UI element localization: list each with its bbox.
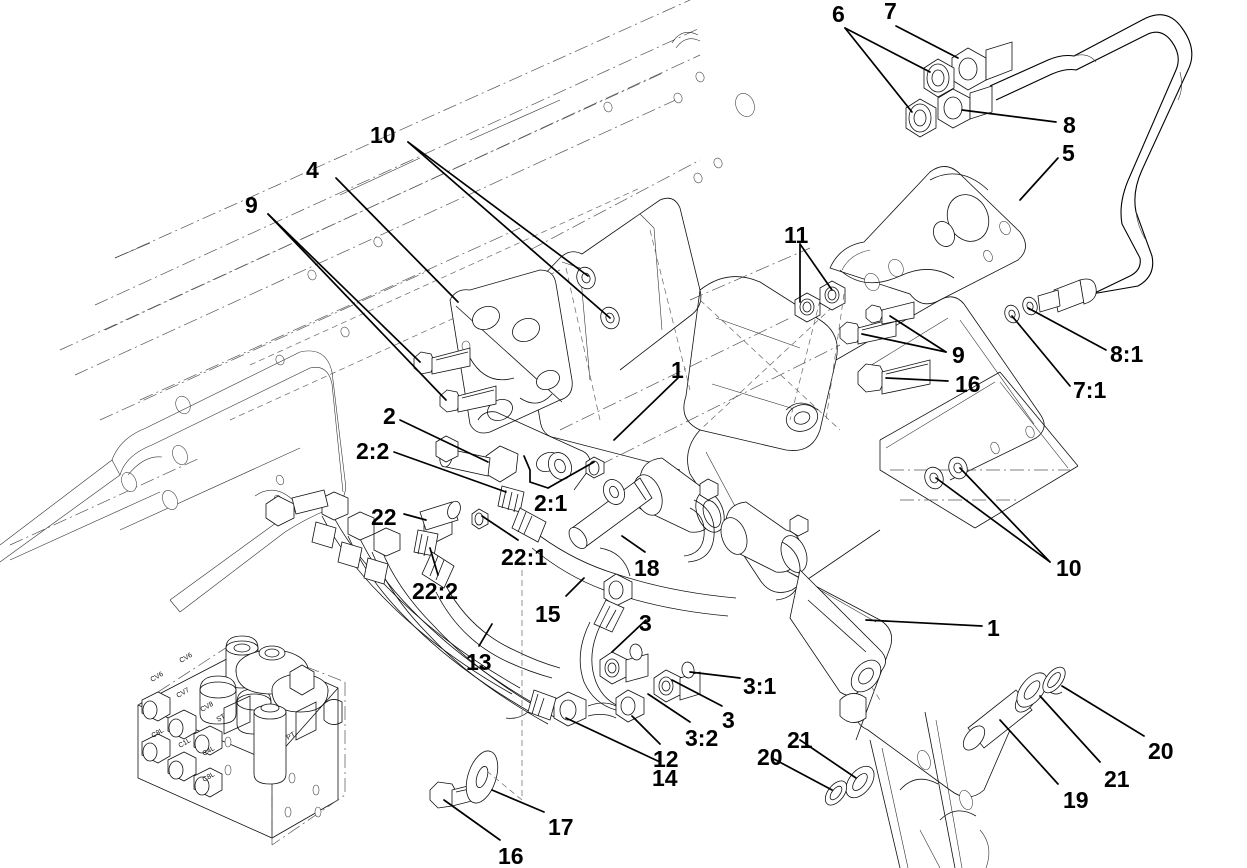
- left-frame-tube: [0, 350, 346, 613]
- svg-text:PT: PT: [286, 731, 298, 742]
- part-10-bushings-upper: [576, 266, 620, 330]
- part-7-nut: [951, 41, 1013, 91]
- callout-19: 19: [1063, 787, 1089, 813]
- callout-3-1: 3:1: [743, 673, 777, 699]
- part-1-cylinder-lower: [720, 501, 886, 723]
- part-17-washer: [465, 750, 499, 804]
- callout-15: 15: [535, 601, 561, 627]
- svg-text:ST: ST: [216, 713, 228, 724]
- callout-8: 8: [1063, 112, 1076, 138]
- callout-1-upper: 1: [671, 357, 684, 383]
- part-20-retaining-ring-right: [1042, 666, 1066, 695]
- callout-22: 22: [371, 504, 397, 530]
- callout-14: 14: [652, 765, 678, 791]
- valve-port-fittings: [141, 691, 223, 798]
- callout-1-lower: 1: [987, 615, 1000, 641]
- part-6-nuts: [905, 58, 955, 138]
- part-8-fitting: [937, 85, 993, 129]
- callout-17: 17: [548, 814, 574, 840]
- part-5-tube-end-fitting: [1004, 278, 1097, 324]
- callout-3-2: 3:2: [685, 725, 719, 751]
- part-11-lock-nuts: [789, 280, 846, 421]
- part-1-cylinder-upper: [548, 452, 725, 563]
- callout-21-right: 21: [1104, 766, 1130, 792]
- callout-2: 2: [383, 403, 396, 429]
- callout-18: 18: [634, 555, 660, 581]
- callout-5: 5: [1062, 140, 1075, 166]
- callout-12: 12: [653, 746, 679, 772]
- callout-16-right: 16: [955, 371, 981, 397]
- part-10-bushings-lower: [924, 456, 968, 490]
- callout-21-left: 21: [787, 727, 813, 753]
- callout-22-1: 22:1: [501, 544, 548, 570]
- callout-16-bottom: 16: [498, 843, 524, 868]
- part-5-hydraulic-tube: [989, 14, 1193, 303]
- frame-bracket-tab: [671, 32, 701, 49]
- callout-3-upper: 3: [639, 610, 652, 636]
- callout-2-1: 2:1: [534, 490, 568, 516]
- callout-20-right: 20: [1148, 738, 1174, 764]
- svg-text:CV6: CV6: [179, 652, 194, 665]
- callout-7: 7: [884, 0, 897, 24]
- assembly-axis-line-17: [487, 560, 523, 801]
- callout-10-upper: 10: [370, 122, 396, 148]
- part-20-21-washer-left: [824, 765, 875, 806]
- callout-9-right: 9: [952, 342, 965, 368]
- part-9-bolts-right: [839, 301, 915, 345]
- callout-20-left: 20: [757, 744, 783, 770]
- hoses-assembly: [265, 435, 737, 725]
- frame-rail-holes: [121, 71, 755, 506]
- callout-11: 11: [784, 222, 809, 248]
- callout-9-left: 9: [245, 192, 258, 218]
- callout-4: 4: [306, 157, 319, 183]
- svg-text:CV6: CV6: [150, 671, 165, 684]
- callout-3-lower: 3: [722, 707, 735, 733]
- part-3-fittings: [505, 573, 701, 727]
- callout-8-1: 8:1: [1110, 341, 1144, 367]
- callout-22-2: 22:2: [412, 578, 459, 604]
- callout-2-2: 2:2: [356, 438, 390, 464]
- frame-rail-phantom-lines: [9, 0, 701, 561]
- callout-6: 6: [832, 1, 845, 27]
- part-16-bolt-right: [857, 359, 931, 395]
- callout-10-lower: 10: [1056, 555, 1082, 581]
- main-frame-casting: [519, 159, 1079, 868]
- part-18-clamp: [599, 547, 631, 577]
- callout-13: 13: [466, 649, 492, 675]
- hydraulic-valve-manifold: CV6 CV6 CV7 CV8 ST C8L C1L C4L C8L PT: [137, 635, 346, 846]
- callout-7-1: 7:1: [1073, 377, 1107, 403]
- leader-lines: [267, 25, 1145, 841]
